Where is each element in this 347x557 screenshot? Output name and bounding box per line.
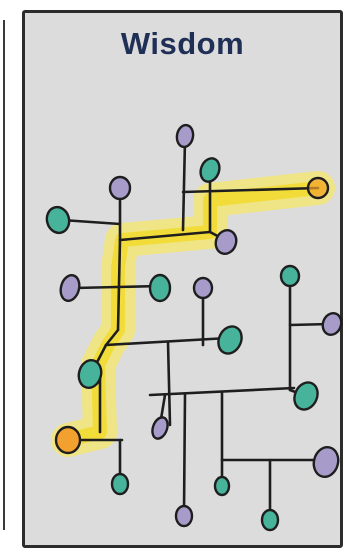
node-teal: [262, 510, 278, 530]
node-purple: [110, 177, 130, 199]
node-purple: [320, 311, 344, 338]
node-teal: [197, 156, 222, 185]
node-teal: [215, 477, 229, 495]
node-teal: [214, 323, 246, 358]
node-purple: [176, 506, 192, 526]
node-orange: [56, 427, 80, 453]
node-purple: [194, 278, 212, 298]
node-teal: [112, 474, 128, 494]
node-orange: [308, 178, 328, 198]
node-teal: [44, 205, 72, 236]
node-teal: [290, 379, 322, 414]
node-teal: [150, 275, 170, 301]
node-purple: [311, 444, 342, 479]
node-purple: [58, 273, 82, 303]
node-purple: [175, 124, 195, 148]
node-teal: [281, 266, 299, 286]
node-purple: [150, 415, 171, 440]
highlighted-path: [68, 188, 318, 440]
